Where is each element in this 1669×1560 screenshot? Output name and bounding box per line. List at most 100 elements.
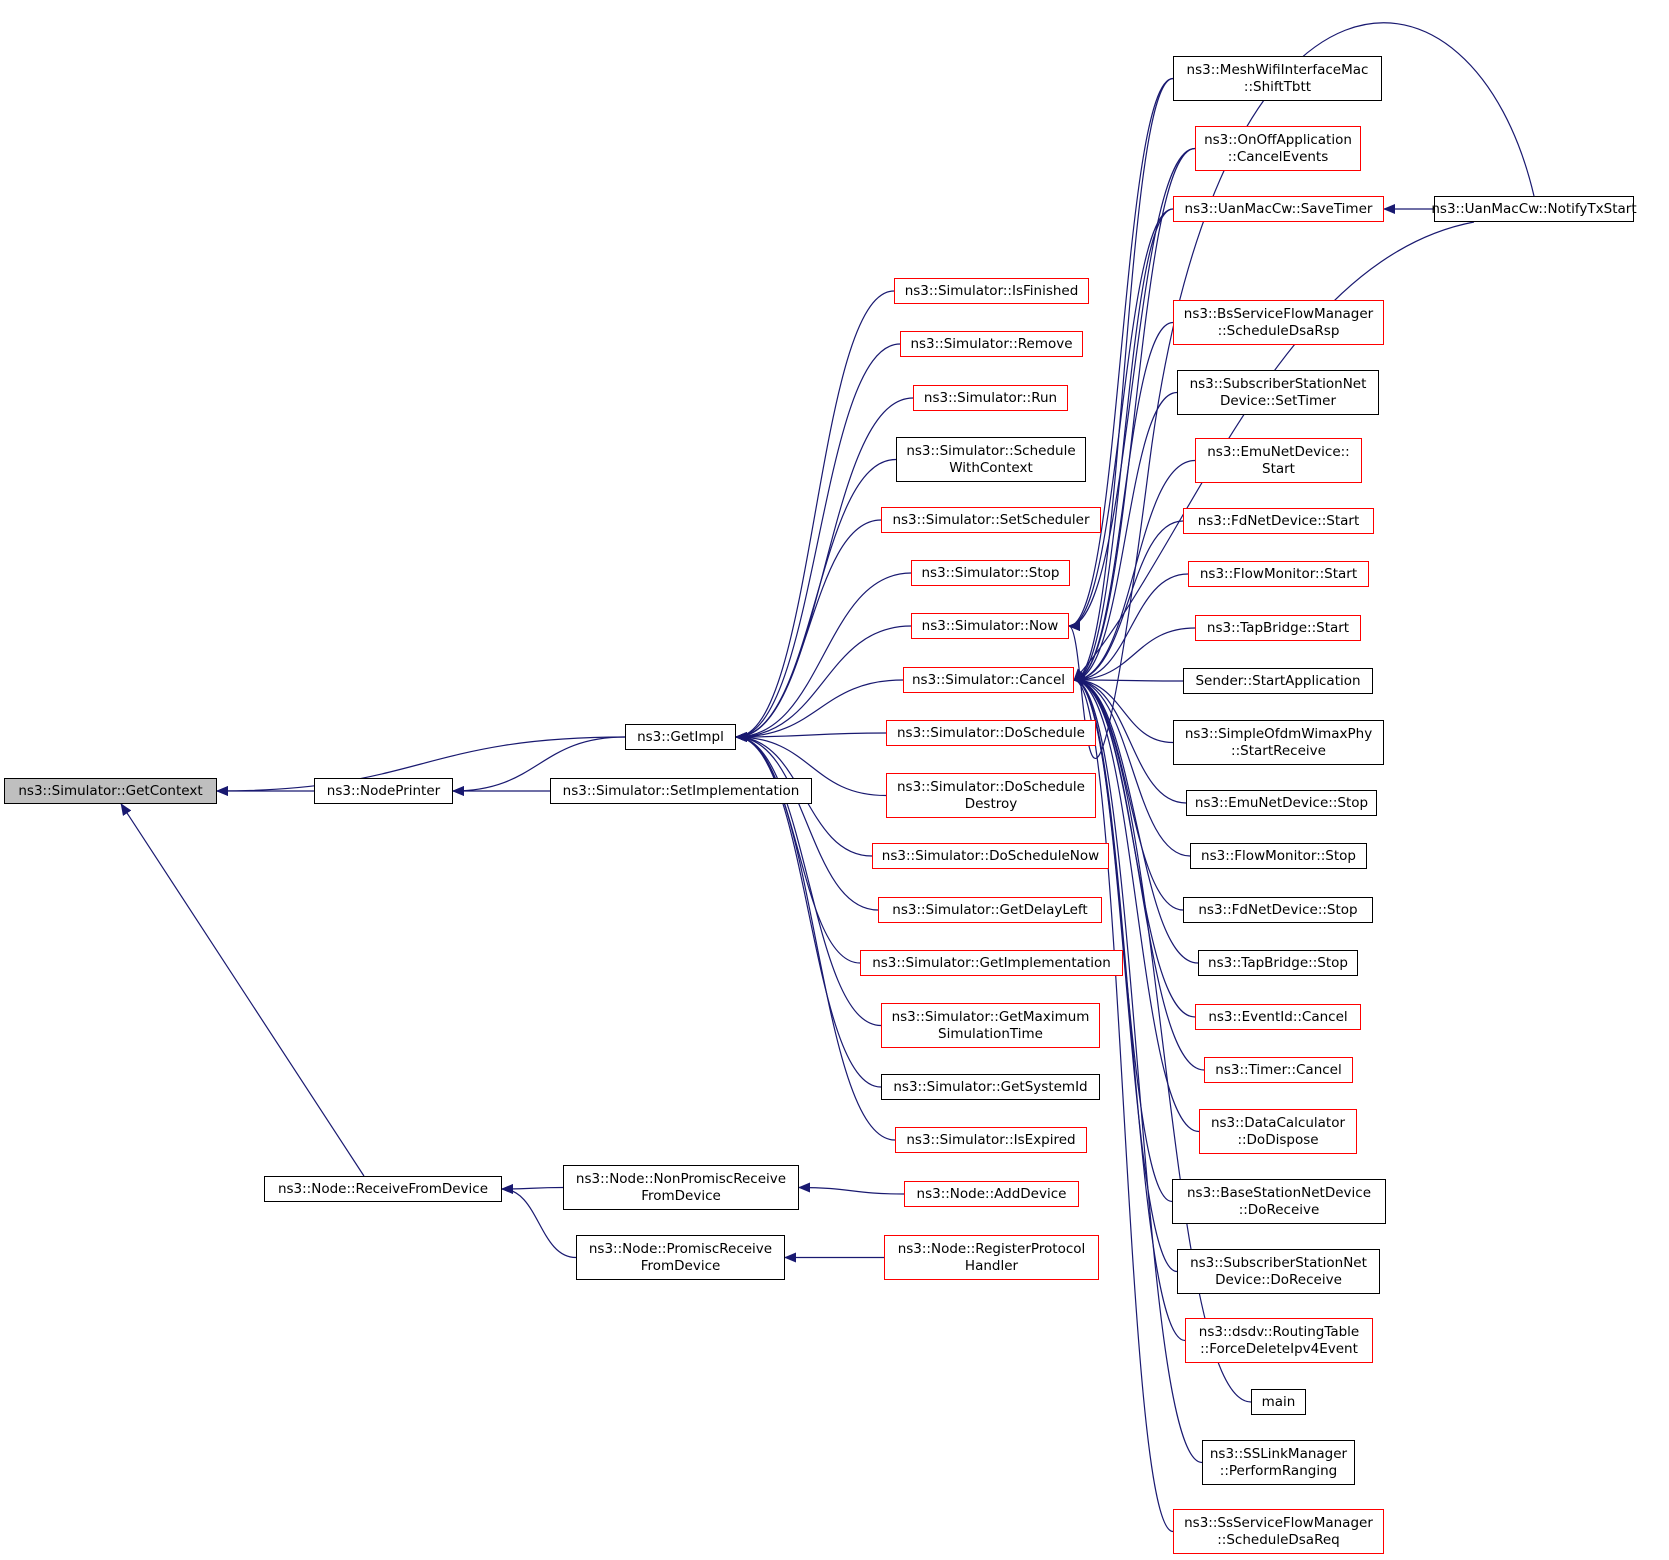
node-label: ns3::Simulator::Remove bbox=[910, 335, 1073, 352]
node-ssscheduledsareq[interactable]: ns3::SsServiceFlowManager::ScheduleDsaRe… bbox=[1173, 1509, 1384, 1554]
node-cancel[interactable]: ns3::Simulator::Cancel bbox=[903, 667, 1074, 693]
edge-bsscheduledsarsp-to-cancel bbox=[1073, 321, 1174, 685]
node-label: ns3::EmuNetDevice:: bbox=[1207, 443, 1350, 460]
node-fdstart[interactable]: ns3::FdNetDevice::Start bbox=[1183, 508, 1374, 534]
node-meshshifttbtt[interactable]: ns3::MeshWifiInterfaceMac::ShiftTbtt bbox=[1173, 56, 1382, 101]
node-label: ::ScheduleDsaRsp bbox=[1217, 322, 1340, 339]
node-label: ns3::Simulator::Cancel bbox=[911, 671, 1066, 688]
node-label: ns3::TapBridge::Stop bbox=[1208, 954, 1348, 971]
node-doschedule[interactable]: ns3::Simulator::DoSchedule bbox=[886, 720, 1096, 746]
node-label: Device::SetTimer bbox=[1219, 392, 1337, 409]
node-label: ns3::SSLinkManager bbox=[1209, 1445, 1348, 1462]
node-isexpired[interactable]: ns3::Simulator::IsExpired bbox=[895, 1127, 1087, 1153]
node-tapstart[interactable]: ns3::TapBridge::Start bbox=[1195, 615, 1361, 641]
node-label: FromDevice bbox=[641, 1187, 721, 1204]
node-label: ns3::Simulator::SetImplementation bbox=[562, 782, 800, 799]
node-main[interactable]: main bbox=[1251, 1389, 1306, 1415]
edge-isexpired-to-getimpl bbox=[735, 732, 896, 1141]
node-emustart[interactable]: ns3::EmuNetDevice::Start bbox=[1195, 438, 1362, 483]
node-ofdmstartreceive[interactable]: ns3::SimpleOfdmWimaxPhy::StartReceive bbox=[1173, 720, 1384, 765]
node-uansavetimer[interactable]: ns3::UanMacCw::SaveTimer bbox=[1173, 196, 1384, 222]
edge-adddevice-to-nonpromisc bbox=[798, 1182, 905, 1195]
node-bsdoreceive[interactable]: ns3::BaseStationNetDevice::DoReceive bbox=[1172, 1179, 1386, 1224]
node-onoffcancel[interactable]: ns3::OnOffApplication::CancelEvents bbox=[1195, 126, 1361, 171]
edge-nonpromisc-to-receivefromdevice bbox=[501, 1183, 564, 1194]
node-label: ns3::OnOffApplication bbox=[1204, 131, 1352, 148]
node-label: ::DoDispose bbox=[1237, 1131, 1319, 1148]
node-label: ::DoReceive bbox=[1238, 1201, 1320, 1218]
node-nodeprinter[interactable]: ns3::NodePrinter bbox=[314, 778, 453, 804]
edge-receivefromdevice-to-getcontext bbox=[120, 803, 365, 1177]
node-label: ns3::TapBridge::Start bbox=[1206, 619, 1350, 636]
edge-onoffcancel-to-now bbox=[1068, 147, 1196, 631]
node-label: ns3::Node::RegisterProtocol bbox=[897, 1240, 1086, 1257]
node-remove[interactable]: ns3::Simulator::Remove bbox=[900, 331, 1083, 357]
node-label: ns3::EmuNetDevice::Stop bbox=[1194, 794, 1369, 811]
node-doschedulenow[interactable]: ns3::Simulator::DoScheduleNow bbox=[872, 843, 1109, 869]
node-adddevice[interactable]: ns3::Node::AddDevice bbox=[904, 1181, 1079, 1207]
node-setscheduler[interactable]: ns3::Simulator::SetScheduler bbox=[881, 507, 1101, 533]
node-label: ns3::FlowMonitor::Stop bbox=[1201, 847, 1356, 864]
node-tapstop[interactable]: ns3::TapBridge::Stop bbox=[1198, 950, 1358, 976]
node-getsystemid[interactable]: ns3::Simulator::GetSystemId bbox=[881, 1074, 1100, 1100]
node-bsscheduledsarsp[interactable]: ns3::BsServiceFlowManager::ScheduleDsaRs… bbox=[1173, 300, 1384, 345]
edge-getmaxtime-to-getimpl bbox=[735, 732, 882, 1027]
node-sslinkranging[interactable]: ns3::SSLinkManager::PerformRanging bbox=[1202, 1440, 1355, 1485]
node-label: ns3::Simulator::GetDelayLeft bbox=[892, 901, 1088, 918]
node-label: ::ForceDeleteIpv4Event bbox=[1200, 1340, 1358, 1357]
edge-uannotifytx-to-now bbox=[1068, 22, 1535, 760]
node-run[interactable]: ns3::Simulator::Run bbox=[913, 385, 1068, 411]
node-fdstop[interactable]: ns3::FdNetDevice::Stop bbox=[1183, 897, 1373, 923]
node-eventidcancel[interactable]: ns3::EventId::Cancel bbox=[1195, 1004, 1361, 1030]
node-uannotifytx[interactable]: ns3::UanMacCw::NotifyTxStart bbox=[1431, 196, 1637, 222]
node-getimpl[interactable]: ns3::GetImpl bbox=[625, 724, 736, 750]
node-stop[interactable]: ns3::Simulator::Stop bbox=[911, 560, 1070, 586]
edge-fdstart-to-cancel bbox=[1073, 520, 1184, 685]
node-label: ns3::SubscriberStationNet bbox=[1189, 375, 1367, 392]
node-getimplementation[interactable]: ns3::Simulator::GetImplementation bbox=[860, 950, 1123, 976]
edge-meshshifttbtt-to-now bbox=[1068, 77, 1174, 631]
node-label: ::PerformRanging bbox=[1219, 1462, 1338, 1479]
node-dsdvforcedelete[interactable]: ns3::dsdv::RoutingTable::ForceDeleteIpv4… bbox=[1185, 1318, 1373, 1363]
node-label: ::ShiftTbtt bbox=[1243, 78, 1312, 95]
node-senderstart[interactable]: Sender::StartApplication bbox=[1183, 668, 1373, 694]
edge-setscheduler-to-getimpl bbox=[735, 519, 882, 742]
node-label: ns3::Simulator::GetImplementation bbox=[872, 954, 1111, 971]
node-label: ns3::Simulator::Run bbox=[923, 389, 1058, 406]
node-label: ns3::FlowMonitor::Start bbox=[1199, 565, 1358, 582]
node-flowstop[interactable]: ns3::FlowMonitor::Stop bbox=[1190, 843, 1367, 869]
node-label: ns3::dsdv::RoutingTable bbox=[1198, 1323, 1360, 1340]
node-getcontext: ns3::Simulator::GetContext bbox=[4, 778, 217, 804]
node-label: ns3::Simulator::DoSchedule bbox=[897, 778, 1085, 795]
edge-getdelayleft-to-getimpl bbox=[735, 732, 879, 911]
node-label: ns3::Node::NonPromiscReceive bbox=[575, 1170, 787, 1187]
node-timercancel[interactable]: ns3::Timer::Cancel bbox=[1204, 1057, 1353, 1083]
node-label: ::CancelEvents bbox=[1227, 148, 1329, 165]
edge-isfinished-to-getimpl bbox=[735, 290, 895, 742]
node-label: Sender::StartApplication bbox=[1195, 672, 1361, 689]
node-flowstart[interactable]: ns3::FlowMonitor::Start bbox=[1188, 561, 1369, 587]
node-label: ns3::EventId::Cancel bbox=[1208, 1008, 1348, 1025]
node-label: ::ScheduleDsaReq bbox=[1217, 1531, 1340, 1548]
node-datacalcdispose[interactable]: ns3::DataCalculator::DoDispose bbox=[1199, 1109, 1357, 1154]
node-now[interactable]: ns3::Simulator::Now bbox=[911, 613, 1069, 639]
edge-now-to-getimpl bbox=[735, 625, 912, 742]
node-label: ns3::Simulator::SetScheduler bbox=[892, 511, 1090, 528]
node-receivefromdevice[interactable]: ns3::Node::ReceiveFromDevice bbox=[264, 1176, 502, 1202]
node-emustop[interactable]: ns3::EmuNetDevice::Stop bbox=[1186, 790, 1377, 816]
node-isfinished[interactable]: ns3::Simulator::IsFinished bbox=[894, 278, 1089, 304]
node-label: ns3::DataCalculator bbox=[1210, 1114, 1346, 1131]
node-getdelayleft[interactable]: ns3::Simulator::GetDelayLeft bbox=[878, 897, 1102, 923]
edge-meshshifttbtt-to-cancel bbox=[1073, 77, 1174, 685]
node-setimplementation[interactable]: ns3::Simulator::SetImplementation bbox=[550, 778, 812, 804]
edge-doscheduledestroy-to-getimpl bbox=[735, 732, 887, 797]
